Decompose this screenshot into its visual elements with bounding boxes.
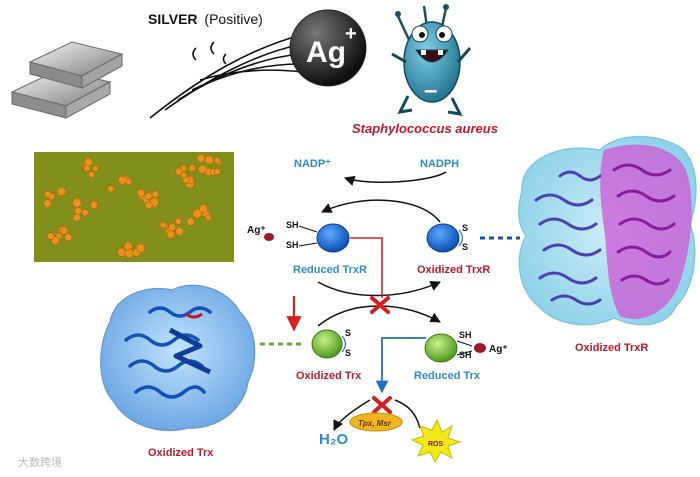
bacterium-cartoon-icon: – [392, 4, 470, 114]
motion-lines [150, 34, 305, 118]
coccus-cell [44, 200, 52, 208]
coccus-cell [167, 231, 175, 239]
nadph-oxidation-arrow [345, 172, 446, 182]
svg-text:SH: SH [286, 240, 299, 250]
coccus-cell [205, 156, 214, 165]
coccus-cell [125, 249, 134, 258]
trxr-reduction-arrow [322, 200, 440, 222]
oxidized-trx-label: Oxidized Trx [296, 370, 362, 382]
oxidized-trxr-label: Oxidized TrxR [417, 264, 490, 276]
reduced-trx-label: Reduced Trx [414, 370, 481, 382]
svg-text:Ag: Ag [306, 36, 346, 69]
reduced-trxr-node: SH SH Ag⁺ [247, 220, 349, 252]
svg-text:ROS: ROS [428, 441, 444, 448]
coccus-cell [60, 227, 68, 235]
coccus-cell [118, 248, 126, 256]
svg-text:SH: SH [286, 220, 299, 230]
trxr-structure-label: Oxidized TrxR [575, 342, 648, 354]
coccus-cell [73, 214, 80, 221]
svg-text:S: S [462, 242, 468, 252]
coccus-cell [75, 207, 82, 214]
tpx-msr-badge: Tpx, Msr [350, 413, 402, 431]
svg-text:Ag⁺: Ag⁺ [489, 344, 508, 355]
coccus-cell [169, 223, 176, 230]
coccus-cell [65, 234, 72, 241]
trx-structure-label: Oxidized Trx [148, 447, 214, 459]
coccus-cell [47, 233, 54, 240]
watermark-text: 大数跨境 [18, 455, 62, 469]
coccus-cell [137, 244, 146, 253]
coccus-cell [175, 218, 181, 224]
coccus-cell [137, 189, 144, 196]
coccus-cell [88, 171, 94, 177]
coccus-cell [72, 198, 81, 207]
coccus-cell [145, 202, 152, 209]
coccus-cell [176, 228, 184, 236]
svg-text:S: S [462, 223, 468, 233]
coccus-cell [187, 218, 195, 226]
coccus-cell [188, 165, 195, 172]
svg-text:SH: SH [459, 330, 472, 340]
trx-protein-structure-image [101, 285, 255, 430]
coccus-cell [90, 201, 97, 208]
trx-reduction-arrow [318, 306, 440, 326]
oxidized-trx-node: S S [312, 328, 351, 358]
nadp-label: NADP⁺ [294, 158, 331, 170]
coccus-cell [107, 185, 114, 192]
coccus-cell [145, 193, 152, 200]
svg-text:Tpx, Msr: Tpx, Msr [358, 419, 392, 428]
trx-electron-arrow [382, 338, 426, 392]
coccus-cell [214, 168, 220, 174]
bacteria-micrograph-image [34, 152, 234, 262]
coccus-cell [124, 242, 132, 250]
coccus-cell [57, 188, 65, 196]
coccus-cell [214, 158, 220, 164]
coccus-cell [197, 154, 205, 162]
coccus-cell [181, 172, 187, 178]
svg-text:+: + [345, 23, 357, 45]
block-x-mark-2 [374, 398, 390, 412]
block-x-mark-1 [372, 298, 388, 312]
coccus-cell [198, 165, 206, 173]
svg-text:S: S [345, 348, 351, 358]
svg-text:Ag⁺: Ag⁺ [247, 225, 266, 236]
coccus-cell [45, 191, 52, 198]
reduced-trxr-label: Reduced TrxR [293, 264, 367, 276]
coccus-cell [93, 166, 99, 172]
silver-bars-icon [12, 42, 122, 118]
trxr-oxidation-arrow [318, 282, 440, 296]
reduced-trx-node: SH SH Ag⁺ [425, 330, 508, 362]
coccus-cell [160, 222, 166, 228]
oxidized-trxr-node: S S [427, 223, 468, 252]
coccus-cell [85, 158, 93, 166]
coccus-cell [199, 204, 207, 212]
coccus-cell [205, 214, 211, 220]
coccus-cell [84, 165, 90, 171]
svg-text:–: – [424, 77, 437, 104]
silver-title: SILVER (Positive) [148, 11, 263, 27]
coccus-cell [82, 209, 89, 216]
coccus-cell [152, 191, 159, 198]
bacterium-name: Staphylococcus aureus [352, 121, 498, 136]
trxr-protein-structure-image [519, 137, 696, 325]
silver-ion-ball: Ag + [290, 10, 366, 86]
svg-text:S: S [345, 328, 351, 338]
coccus-cell [118, 176, 126, 184]
nadph-label: NADPH [420, 158, 459, 170]
water-label: H₂O [319, 431, 348, 448]
